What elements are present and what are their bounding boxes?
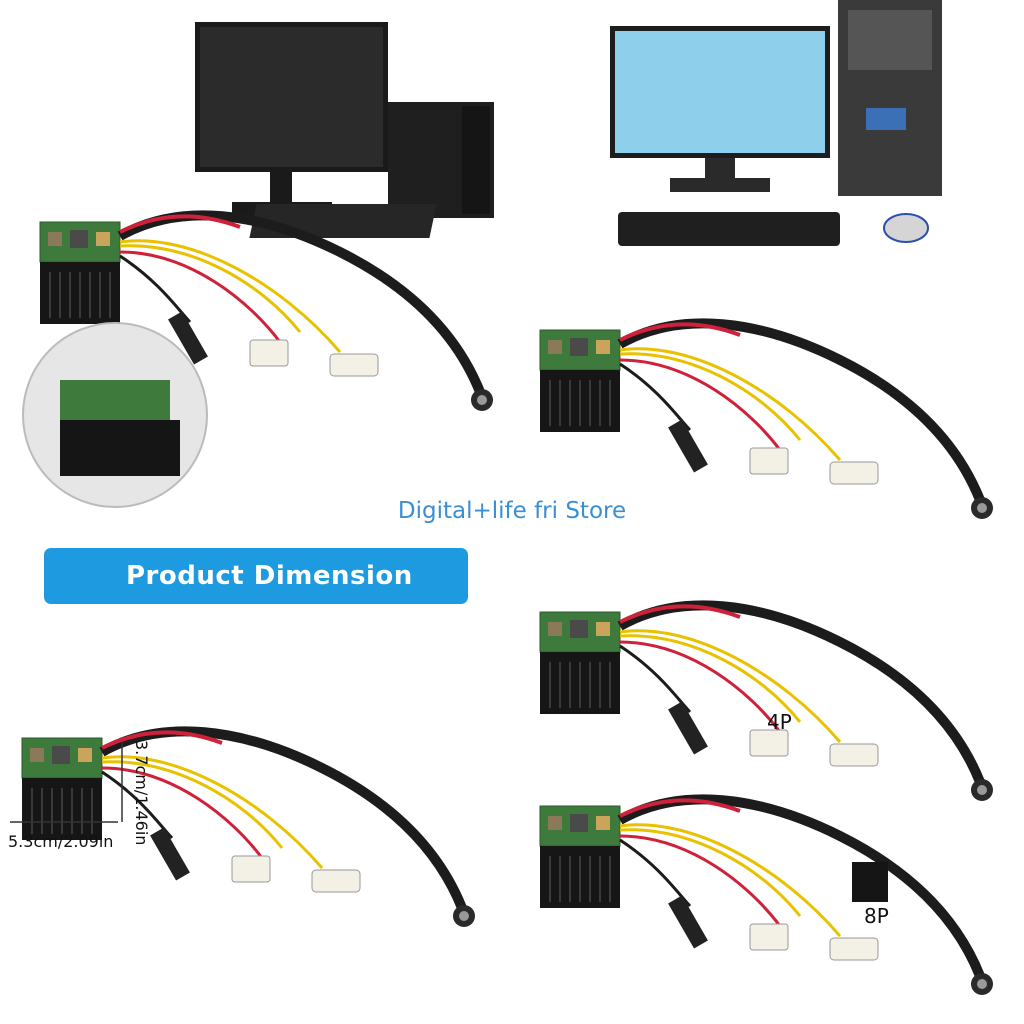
- store-watermark: Digital+life fri Store: [397, 498, 627, 524]
- psu-image-8p: [540, 799, 993, 995]
- label-height: 3.7cm/1.46in: [132, 740, 151, 846]
- label-width: 5.3cm/2.09in: [8, 832, 114, 851]
- psu-image-4p: [540, 605, 993, 801]
- psu-image-dimension: [10, 731, 475, 927]
- label-8p: 8P: [864, 904, 889, 928]
- psu-image-2: [540, 323, 993, 519]
- product-dimension-banner: Product Dimension: [44, 548, 468, 604]
- computer-image-right: [610, 0, 942, 246]
- label-4p: 4P: [767, 710, 792, 734]
- psu-detail-circle: [22, 322, 208, 508]
- computer-image-left: [195, 22, 494, 238]
